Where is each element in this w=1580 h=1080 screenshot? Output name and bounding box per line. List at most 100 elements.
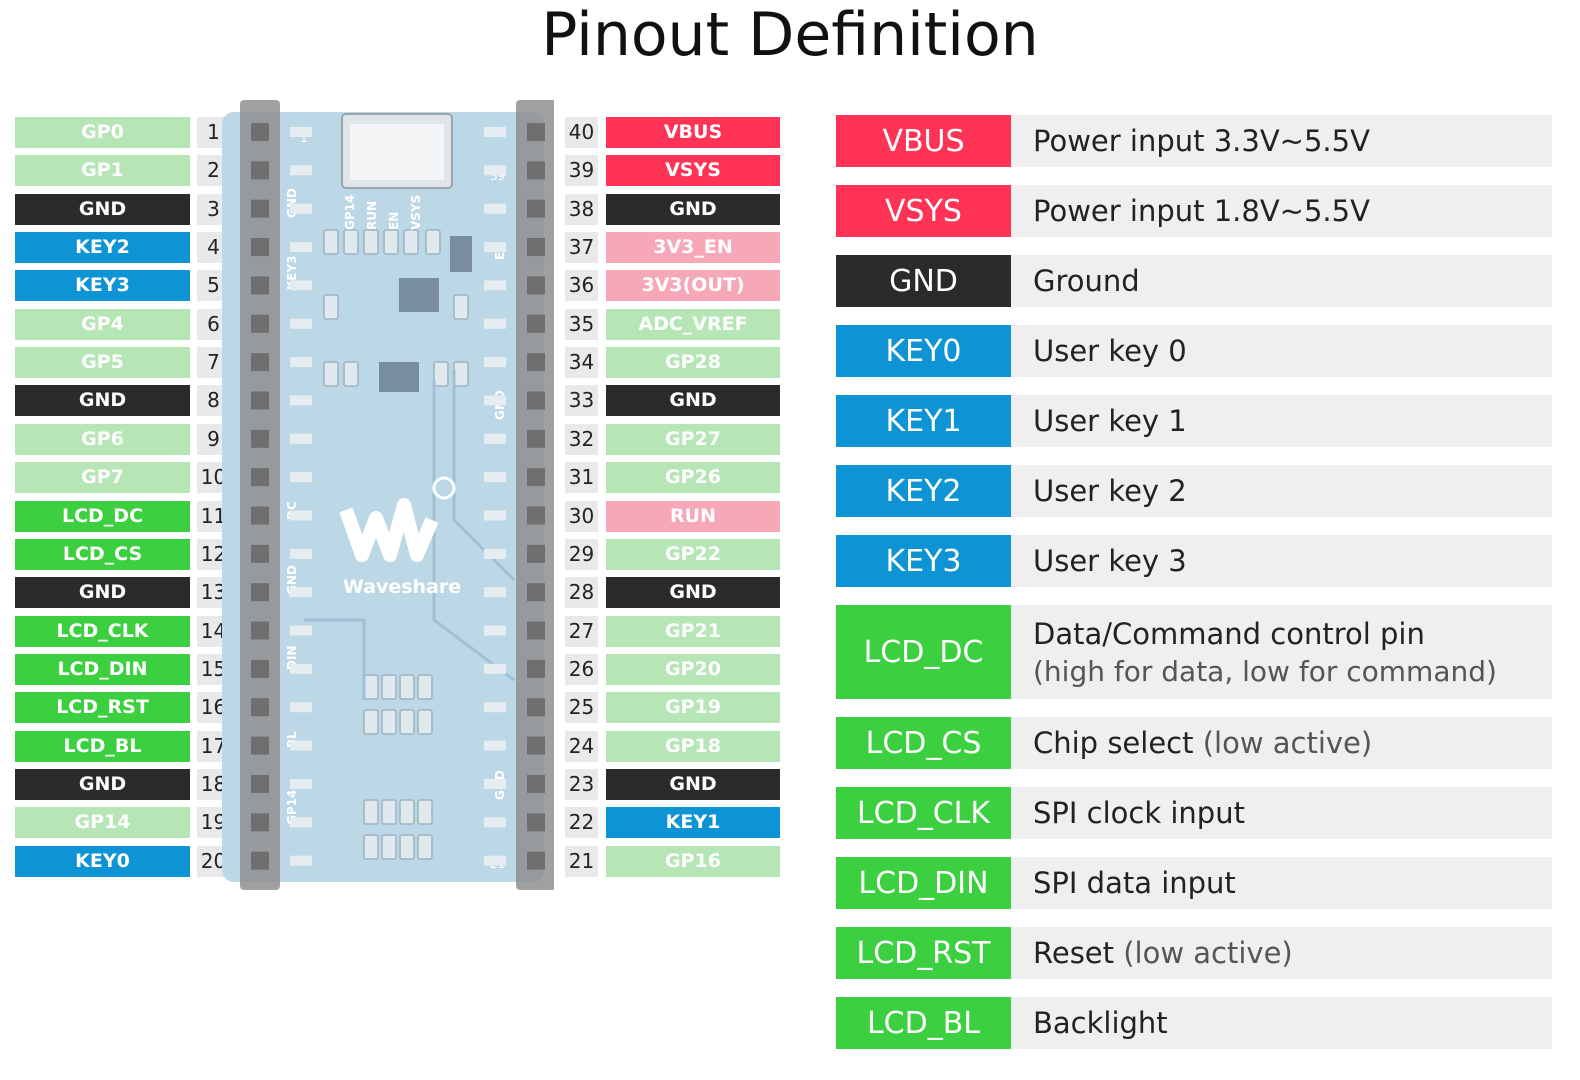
left-pin-label: KEY3	[15, 270, 190, 302]
edge-pad	[484, 318, 506, 329]
smd-component	[425, 229, 441, 255]
left-pin-label: LCD_CS	[15, 538, 190, 570]
edge-pad	[484, 203, 506, 214]
right-pin-label: GND	[606, 768, 780, 800]
header-pin	[527, 659, 545, 678]
page-title: Pinout Definition	[541, 0, 1039, 70]
registered-mark	[432, 476, 456, 500]
right-pin-label: ADC_VREF	[606, 308, 780, 340]
edge-pad	[290, 357, 312, 368]
header-pin	[251, 621, 269, 640]
definition-description-cell: User key 0	[1011, 325, 1552, 377]
left-pin-label: GP14	[15, 807, 190, 839]
header-pin	[527, 429, 545, 448]
edge-pad	[290, 242, 312, 253]
definition-pin-name: LCD_CLK	[836, 787, 1011, 839]
right-pin-label: VBUS	[606, 117, 780, 148]
edge-pad	[290, 280, 312, 291]
definition-pin-name: LCD_CS	[836, 717, 1011, 769]
definition-description: User key 3	[1033, 544, 1187, 578]
smd-component	[363, 709, 379, 735]
smd-component	[381, 799, 397, 825]
definition-pin-name: KEY2	[836, 465, 1011, 517]
header-pin	[527, 123, 545, 141]
right-pin-label: GP19	[606, 692, 780, 724]
definition-description-cell: User key 3	[1011, 535, 1552, 587]
smd-component	[399, 834, 415, 860]
silk-label: RUN	[365, 201, 379, 230]
definition-description-cell: User key 2	[1011, 465, 1552, 517]
edge-pad	[290, 855, 312, 866]
right-pin-label: RUN	[606, 500, 780, 532]
left-pin-number: 16	[197, 692, 230, 724]
definition-subnote: (high for data, low for command)	[1033, 654, 1497, 688]
edge-pad	[290, 817, 312, 828]
edge-pad	[290, 433, 312, 444]
header-pin	[251, 698, 269, 717]
edge-pad	[290, 318, 312, 329]
definition-pin-name: LCD_RST	[836, 927, 1011, 979]
smd-component	[417, 674, 433, 700]
header-pin	[527, 774, 545, 793]
header-pin	[527, 161, 545, 180]
edge-pad	[484, 357, 506, 368]
left-pin-number: 15	[197, 653, 230, 685]
definition-description-cell: Ground	[1011, 255, 1552, 307]
smd-component	[381, 834, 397, 860]
header-pin	[251, 736, 269, 755]
edge-pad	[484, 242, 506, 253]
right-pin-label: KEY1	[606, 807, 780, 839]
right-pin-label: GP20	[606, 653, 780, 685]
smd-component	[383, 229, 399, 255]
right-pin-label: 3V3_EN	[606, 232, 780, 264]
definition-pin-name: LCD_DC	[836, 605, 1011, 699]
left-pin-label: GND	[15, 385, 190, 417]
smd-component	[323, 294, 339, 320]
definition-description: User key 1	[1033, 404, 1187, 438]
edge-pad	[484, 433, 506, 444]
right-pin-label: GP22	[606, 538, 780, 570]
right-pin-label: 3V3(OUT)	[606, 270, 780, 302]
definition-description-cell: SPI clock input	[1011, 787, 1552, 839]
definition-description: Reset	[1033, 936, 1115, 970]
right-pin-label: GP18	[606, 730, 780, 762]
header-pin	[251, 123, 269, 141]
right-pin-number: 33	[565, 385, 598, 417]
definition-pin-name: LCD_DIN	[836, 857, 1011, 909]
edge-pad	[484, 165, 506, 176]
right-pin-number: 26	[565, 653, 598, 685]
definition-description: User key 2	[1033, 474, 1187, 508]
right-pin-label: GP26	[606, 462, 780, 494]
smd-component	[381, 674, 397, 700]
smd-component	[433, 361, 449, 387]
right-pin-label: VSYS	[606, 155, 780, 187]
edge-pad	[484, 778, 506, 789]
right-pin-number: 37	[565, 232, 598, 264]
header-pin	[251, 544, 269, 563]
edge-pad	[290, 663, 312, 674]
right-pin-label: GND	[606, 193, 780, 225]
definition-description-cell: Chip select (low active)	[1011, 717, 1552, 769]
edge-pad	[290, 127, 312, 137]
definition-description: Ground	[1033, 264, 1140, 298]
right-pin-number: 31	[565, 462, 598, 494]
left-pin-label: LCD_DIN	[15, 653, 190, 685]
definition-description: Backlight	[1033, 1006, 1168, 1040]
pin1-marker: 1	[300, 131, 308, 145]
definition-description-cell: Power input 3.3V~5.5V	[1011, 115, 1552, 167]
left-pin-label: GP4	[15, 308, 190, 340]
edge-pad	[484, 395, 506, 406]
right-pin-label: GP27	[606, 423, 780, 455]
edge-pad	[290, 778, 312, 789]
header-pin	[527, 851, 545, 870]
smd-component	[403, 229, 419, 255]
header-pin	[251, 813, 269, 832]
right-pin-number: 27	[565, 615, 598, 647]
right-pin-number: 34	[565, 347, 598, 379]
right-pin-label: GND	[606, 577, 780, 609]
